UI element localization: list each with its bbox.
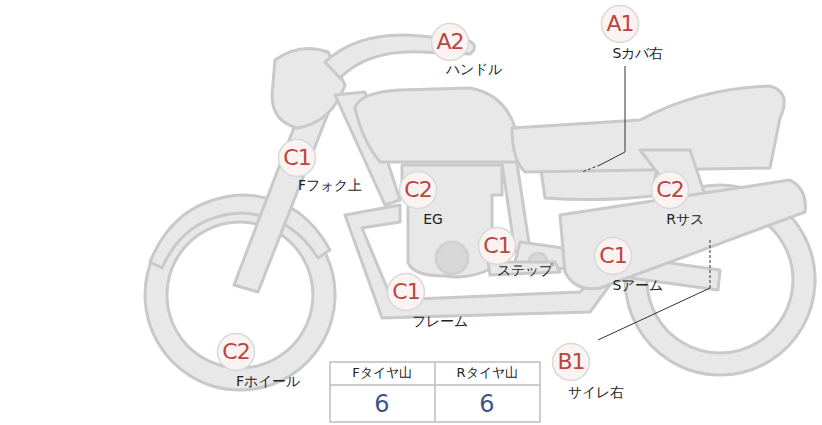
callout-number: B1 — [551, 342, 591, 382]
part-name: ステップ — [497, 262, 553, 280]
part-name: Sアーム — [613, 277, 664, 295]
callout-number: A2 — [430, 22, 470, 62]
table-value: 6 — [479, 390, 494, 418]
grade-callout: B1 — [551, 342, 591, 382]
callout-number: A1 — [600, 4, 640, 44]
callout-number: C1 — [477, 226, 517, 266]
grade-callout: C1 — [593, 236, 633, 276]
callout-number: C2 — [398, 170, 438, 210]
grade-callout: A2 — [430, 22, 470, 62]
part-name: フレーム — [412, 313, 468, 331]
part-name: Rサス — [666, 211, 704, 229]
callout-number: C1 — [386, 272, 426, 312]
grade-callout: A1 — [600, 4, 640, 44]
callout-number: C1 — [593, 236, 633, 276]
grade-callout: C2 — [650, 170, 690, 210]
part-name: Fホイール — [236, 373, 300, 391]
table-header: Fタイヤ山 — [352, 364, 411, 382]
grade-callout: C1 — [477, 226, 517, 266]
part-name: ハンドル — [446, 61, 502, 79]
callout-number: C2 — [650, 170, 690, 210]
grade-callout: C2 — [398, 170, 438, 210]
grade-callout: C2 — [216, 332, 256, 372]
callout-number: C2 — [216, 332, 256, 372]
part-name: Sカバ右 — [613, 45, 664, 63]
part-name: サイレ右 — [568, 384, 624, 402]
table-header: Rタイヤ山 — [456, 364, 517, 382]
grade-callout: C1 — [277, 138, 317, 178]
table-value: 6 — [374, 390, 389, 418]
part-name: EG — [423, 211, 443, 227]
callout-number: C1 — [277, 138, 317, 178]
grade-callout: C1 — [386, 272, 426, 312]
part-name: Fフォク上 — [298, 177, 362, 195]
